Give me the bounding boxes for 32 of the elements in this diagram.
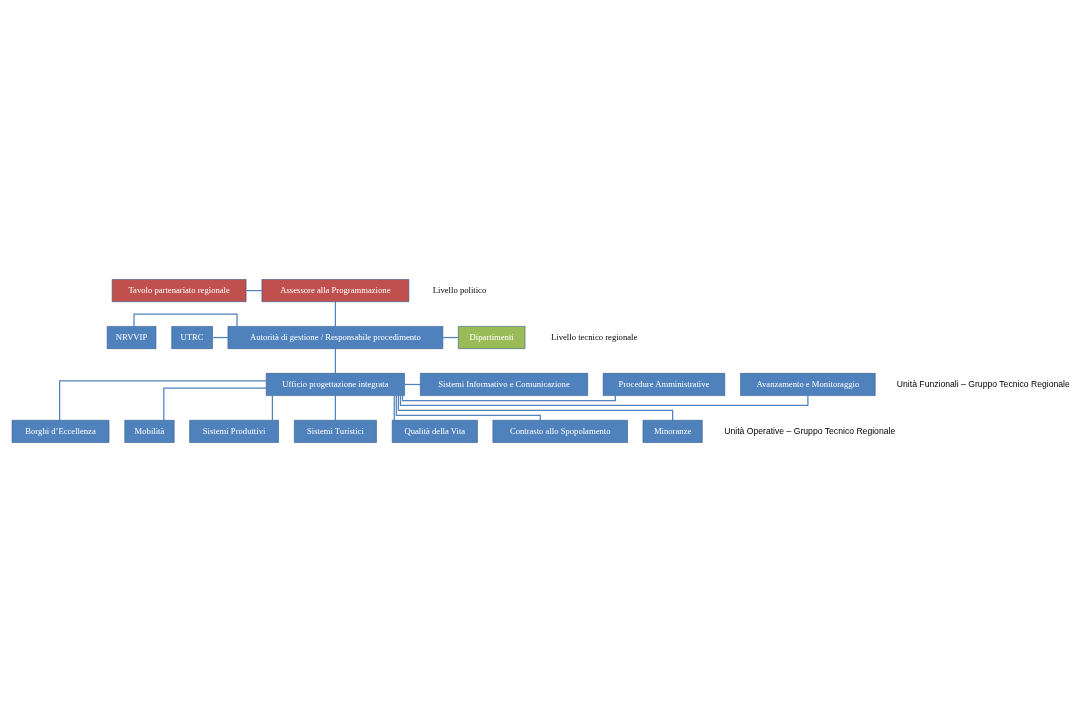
connector — [163, 387, 267, 421]
label: Livello politico — [432, 284, 487, 295]
node-box: Avanzamento e Monitoraggio — [740, 373, 876, 396]
node-box: Tavolo partenariato regionale — [111, 279, 247, 302]
node-box: Ufficio progettazione integrata — [265, 373, 405, 396]
node-box: Mobilità — [124, 420, 175, 443]
node-box: Procedure Amministrative — [602, 373, 726, 396]
connector — [334, 301, 336, 327]
connector — [395, 395, 541, 421]
connector — [334, 348, 336, 374]
connector — [334, 394, 336, 421]
node-box: Assessore alla Programmazione — [261, 279, 410, 302]
node-box: NRVVIP — [106, 326, 157, 349]
label: Livello tecnico regionale — [551, 331, 638, 342]
connector — [399, 395, 809, 407]
label: Unità Operative – Gruppo Tecnico Regionale — [724, 425, 896, 436]
connector — [393, 394, 395, 421]
node-box: Minoranze — [642, 420, 703, 443]
node-box: Qualità della Vita — [391, 420, 478, 443]
node-box: Dipartimenti — [458, 326, 526, 349]
connector — [59, 380, 267, 421]
node-box: UTRC — [171, 326, 213, 349]
node-box: Sistemi Produttivi — [189, 420, 279, 443]
node-box: Autorità di gestione / Responsabile procedimento — [227, 326, 444, 349]
label: Unità Funzionali – Gruppo Tecnico Regionale — [896, 378, 1070, 389]
connector — [401, 395, 616, 402]
node-box: Contrasto allo Spopolamento — [492, 420, 628, 443]
node-box: Sistemi Informativo e Comunicazione — [420, 373, 588, 396]
node-box: Sistemi Turistici — [294, 420, 377, 443]
connector — [271, 394, 273, 421]
connector — [397, 395, 674, 421]
node-box: Borghi d’Eccellenza — [11, 420, 110, 443]
